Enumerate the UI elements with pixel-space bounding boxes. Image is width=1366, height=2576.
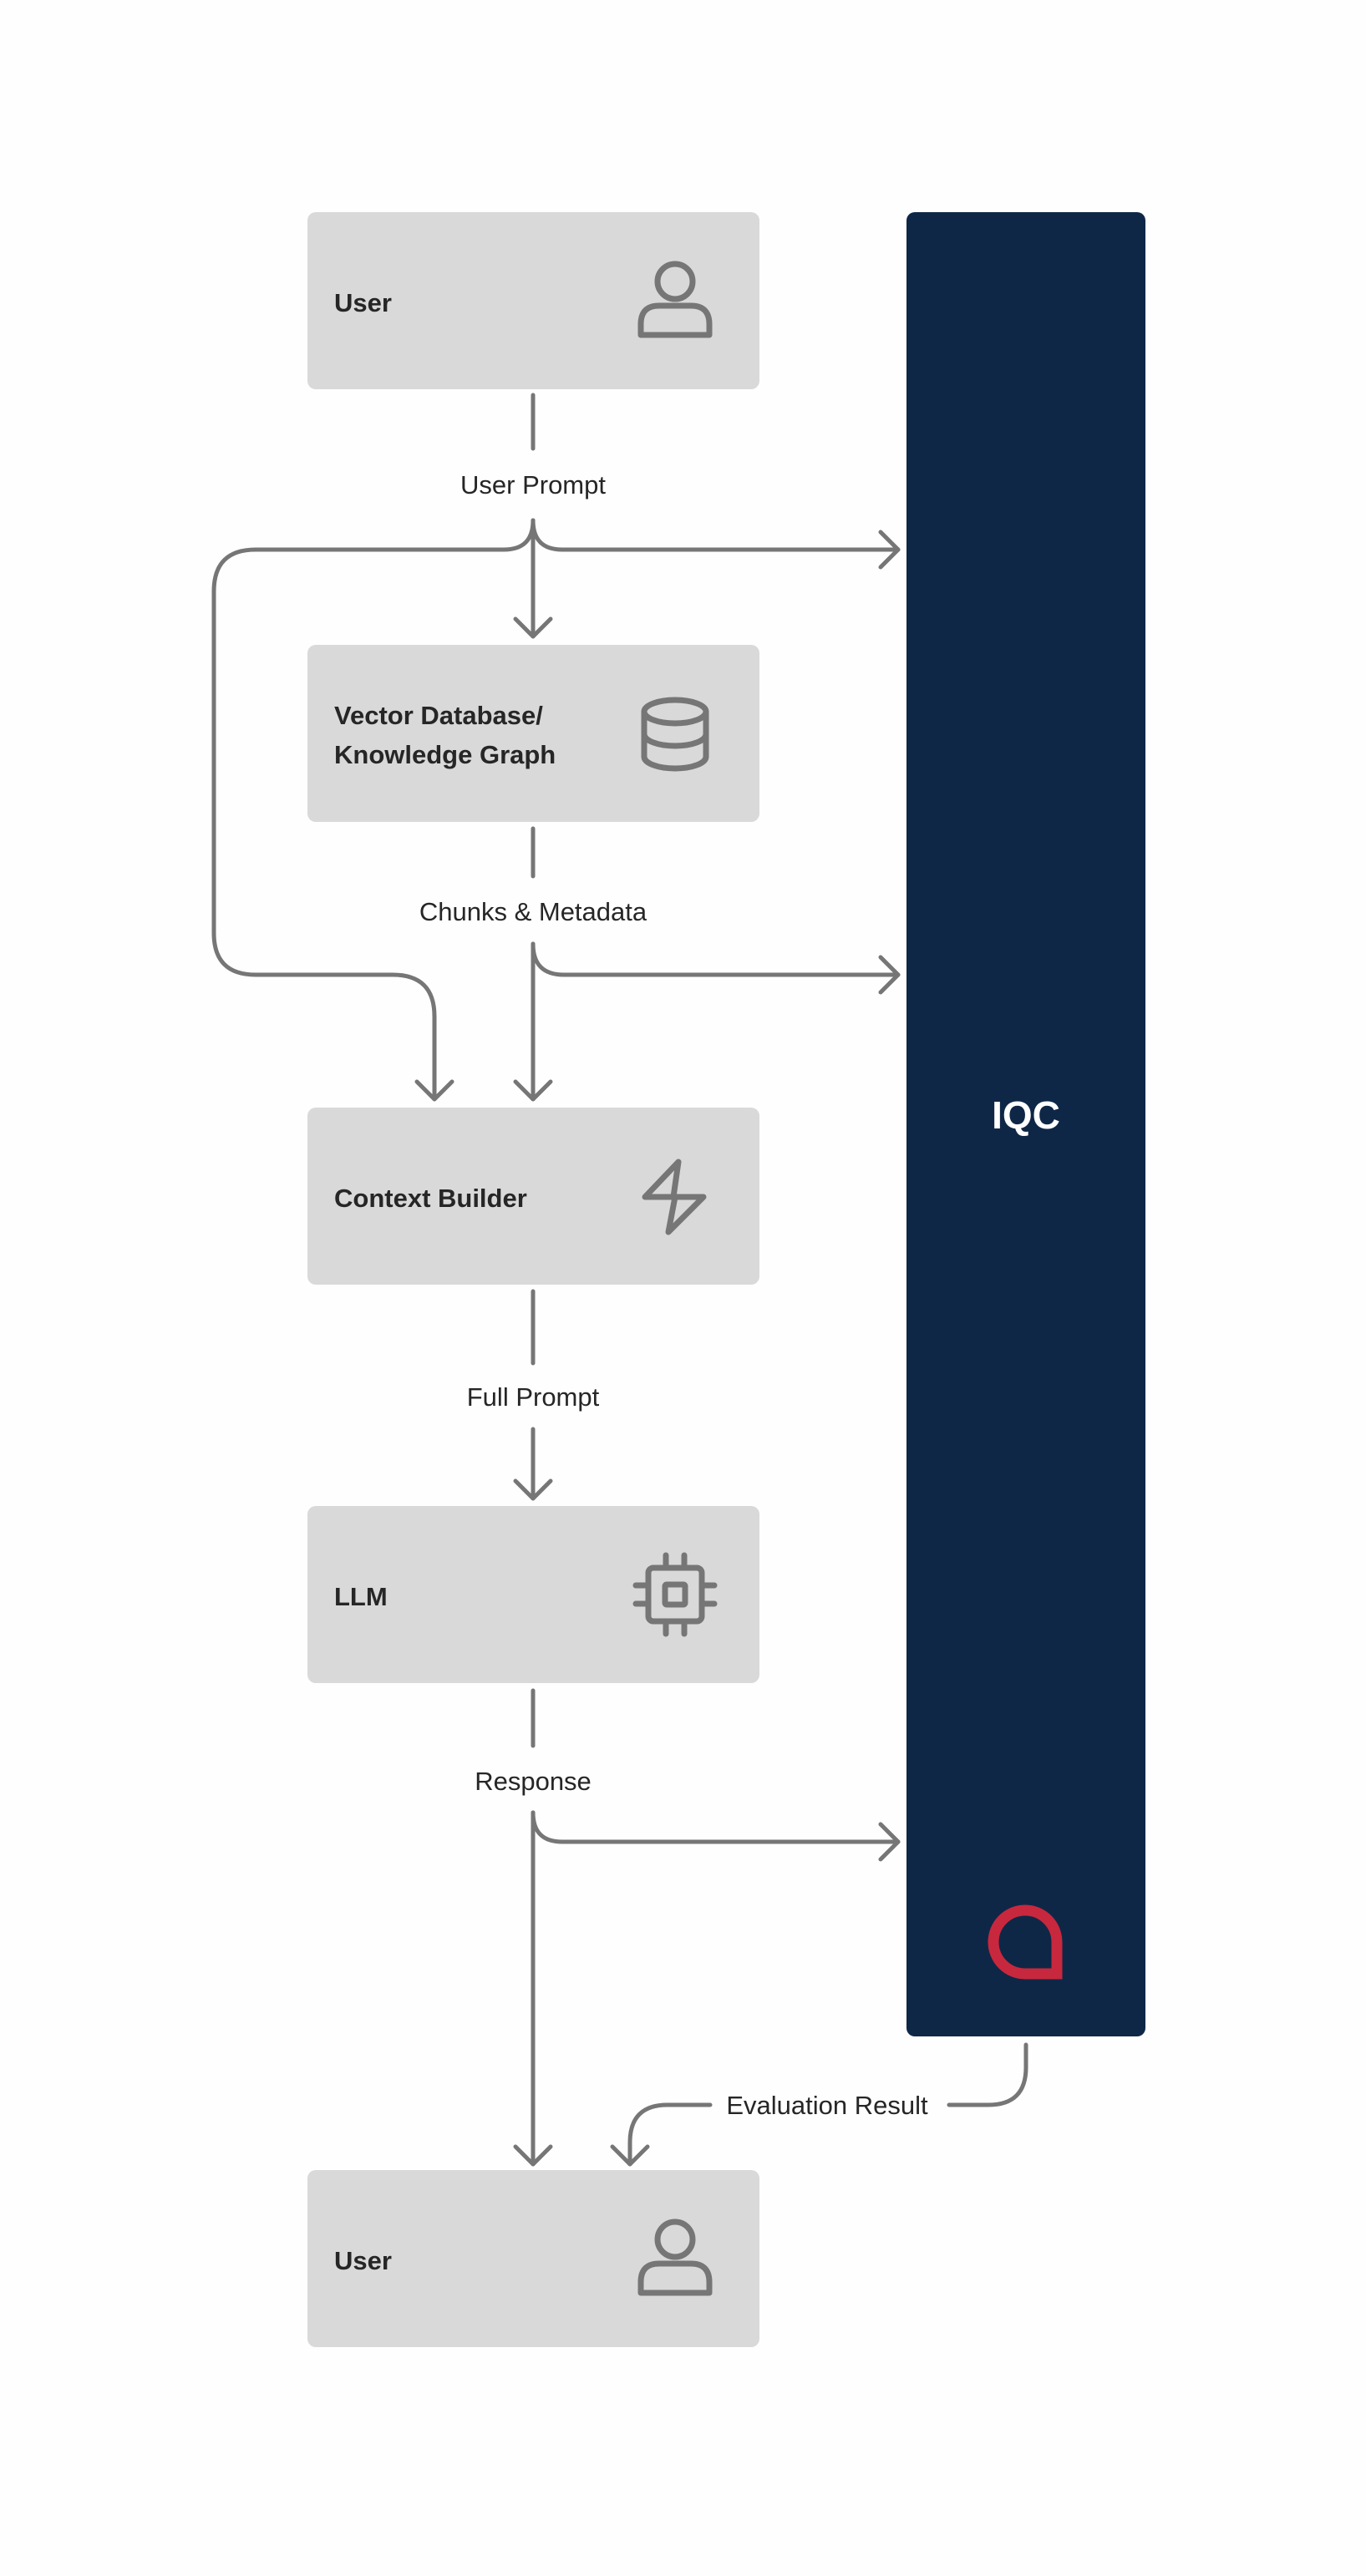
user-top-label: User: [334, 288, 392, 317]
llm-label: LLM: [334, 1582, 388, 1611]
iqc-label: IQC: [992, 1093, 1060, 1137]
iqc-panel: [906, 212, 1145, 2036]
connector-lines: [211, 393, 1028, 2167]
edge-label-chunks-metadata: Chunks & Metadata: [419, 897, 647, 926]
lightning-icon: [642, 1159, 707, 1235]
vector-database-node: Vector Database/ Knowledge Graph: [307, 645, 759, 822]
chip-icon: [632, 1552, 718, 1637]
edge-label-full-prompt: Full Prompt: [467, 1382, 600, 1412]
vector-db-label-line2: Knowledge Graph: [334, 740, 556, 769]
edge-label-response: Response: [475, 1767, 592, 1796]
iqc-logo-icon: [988, 1904, 1063, 1980]
llm-node: LLM: [307, 1506, 759, 1683]
context-builder-label: Context Builder: [334, 1184, 527, 1213]
context-builder-node: Context Builder: [307, 1108, 759, 1285]
user-icon: [637, 2219, 713, 2296]
edge-label-evaluation-result: Evaluation Result: [726, 2091, 928, 2120]
vector-db-label-line1: Vector Database/: [334, 701, 543, 730]
user-icon: [637, 261, 713, 338]
user-node-bottom: User: [307, 2170, 759, 2347]
user-bottom-label: User: [334, 2246, 392, 2275]
database-icon: [641, 697, 709, 772]
edge-label-user-prompt: User Prompt: [460, 470, 606, 499]
user-node-top: User: [307, 212, 759, 389]
